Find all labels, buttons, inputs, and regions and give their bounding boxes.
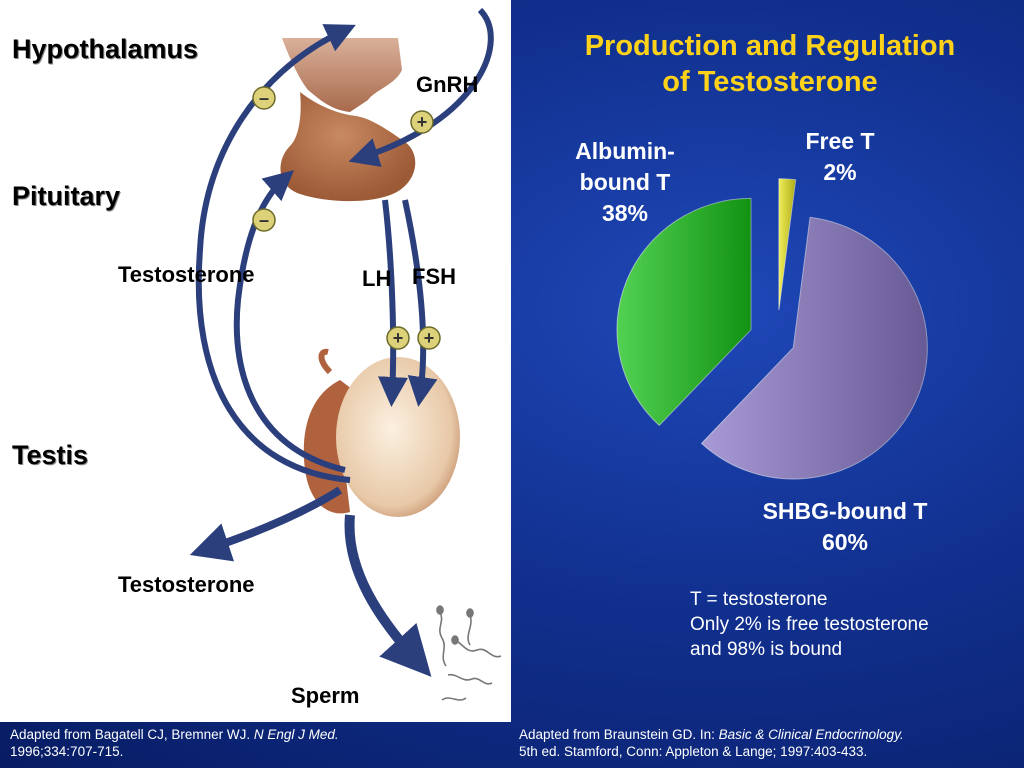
slide-title: Production and Regulation of Testosteron… bbox=[520, 28, 1020, 100]
pie-label-shbg: SHBG-bound T 60% bbox=[715, 496, 975, 558]
citation-right-text: Adapted from Braunstein GD. In: bbox=[519, 727, 719, 742]
svg-text:+: + bbox=[424, 328, 435, 348]
pie-label-albumin: Albumin- bound T 38% bbox=[560, 136, 690, 229]
fsh-arrow bbox=[402, 199, 438, 407]
testosterone-feedback-label: Testosterone bbox=[118, 262, 255, 287]
svg-text:+: + bbox=[393, 328, 404, 348]
pie-label-free: Free T 2% bbox=[770, 126, 910, 188]
plus-badge-gnrh: + bbox=[410, 110, 434, 134]
citation-right-line2: 5th ed. Stamford, Conn: Appleton & Lange… bbox=[519, 744, 868, 759]
testis-label: Testis bbox=[12, 440, 89, 470]
pie-label-shbg-line2: 60% bbox=[821, 529, 869, 555]
lh-arrow bbox=[378, 199, 408, 407]
title-line-2: of Testosterone bbox=[662, 66, 878, 98]
citation-left-journal: N Engl J Med. bbox=[253, 727, 339, 742]
pie-label-albumin-line1: Albumin- bbox=[575, 138, 675, 164]
plus-badge-lh: + bbox=[386, 326, 410, 350]
pie-slice-shbg-shading bbox=[701, 217, 928, 479]
pie-label-free-line2: 2% bbox=[823, 159, 857, 185]
title-line-1: Production and Regulation bbox=[584, 30, 956, 62]
note-line-1: T = testosterone bbox=[690, 589, 828, 610]
citation-right-book: Basic & Clinical Endocrinology. bbox=[718, 727, 904, 742]
gnrh-label: GnRH bbox=[416, 72, 479, 97]
plus-badge-fsh: + bbox=[417, 326, 441, 350]
hypothalamus-tissue bbox=[282, 38, 402, 112]
testosterone-out-arrow bbox=[189, 486, 343, 562]
sperm-arrow bbox=[344, 514, 432, 677]
feedback-arrow-hypothalamus bbox=[195, 24, 356, 483]
citation-left: Adapted from Bagatell CJ, Bremner WJ. N … bbox=[10, 726, 510, 760]
note-line-3: and 98% is bound bbox=[690, 639, 843, 660]
pie-slice-free-shading bbox=[778, 178, 796, 311]
hypothalamus-label: Hypothalamus bbox=[12, 34, 199, 64]
citation-right: Adapted from Braunstein GD. In: Basic & … bbox=[519, 726, 1019, 760]
svg-text:–: – bbox=[259, 210, 269, 230]
testosterone-output-label: Testosterone bbox=[118, 572, 255, 597]
lh-label: LH bbox=[362, 266, 392, 291]
gnrh-arrow bbox=[348, 7, 494, 167]
pie-slice-albumin-shading bbox=[616, 198, 751, 426]
svg-text:+: + bbox=[417, 112, 428, 132]
pituitary-label: Pituitary bbox=[12, 181, 121, 211]
minus-badge-hypothalamus: – bbox=[252, 86, 276, 110]
definition-note: T = testosterone Only 2% is free testost… bbox=[690, 587, 929, 662]
sperm-icon bbox=[436, 605, 502, 701]
minus-badge-pituitary: – bbox=[252, 208, 276, 232]
pie-label-shbg-line1: SHBG-bound T bbox=[762, 498, 928, 524]
vas-deferens bbox=[318, 348, 333, 375]
pie-label-albumin-line3: 38% bbox=[601, 200, 649, 226]
svg-text:–: – bbox=[259, 88, 269, 108]
note-line-2: Only 2% is free testosterone bbox=[690, 614, 929, 635]
sperm-label: Sperm bbox=[291, 683, 360, 708]
pie-label-free-line1: Free T bbox=[805, 128, 875, 154]
pie-label-albumin-line2: bound T bbox=[579, 169, 671, 195]
citation-left-text: Adapted from Bagatell CJ, Bremner WJ. bbox=[10, 727, 254, 742]
citation-left-line2: 1996;334:707-715. bbox=[10, 744, 124, 759]
fsh-label: FSH bbox=[412, 264, 456, 289]
pituitary-gland bbox=[280, 92, 416, 202]
